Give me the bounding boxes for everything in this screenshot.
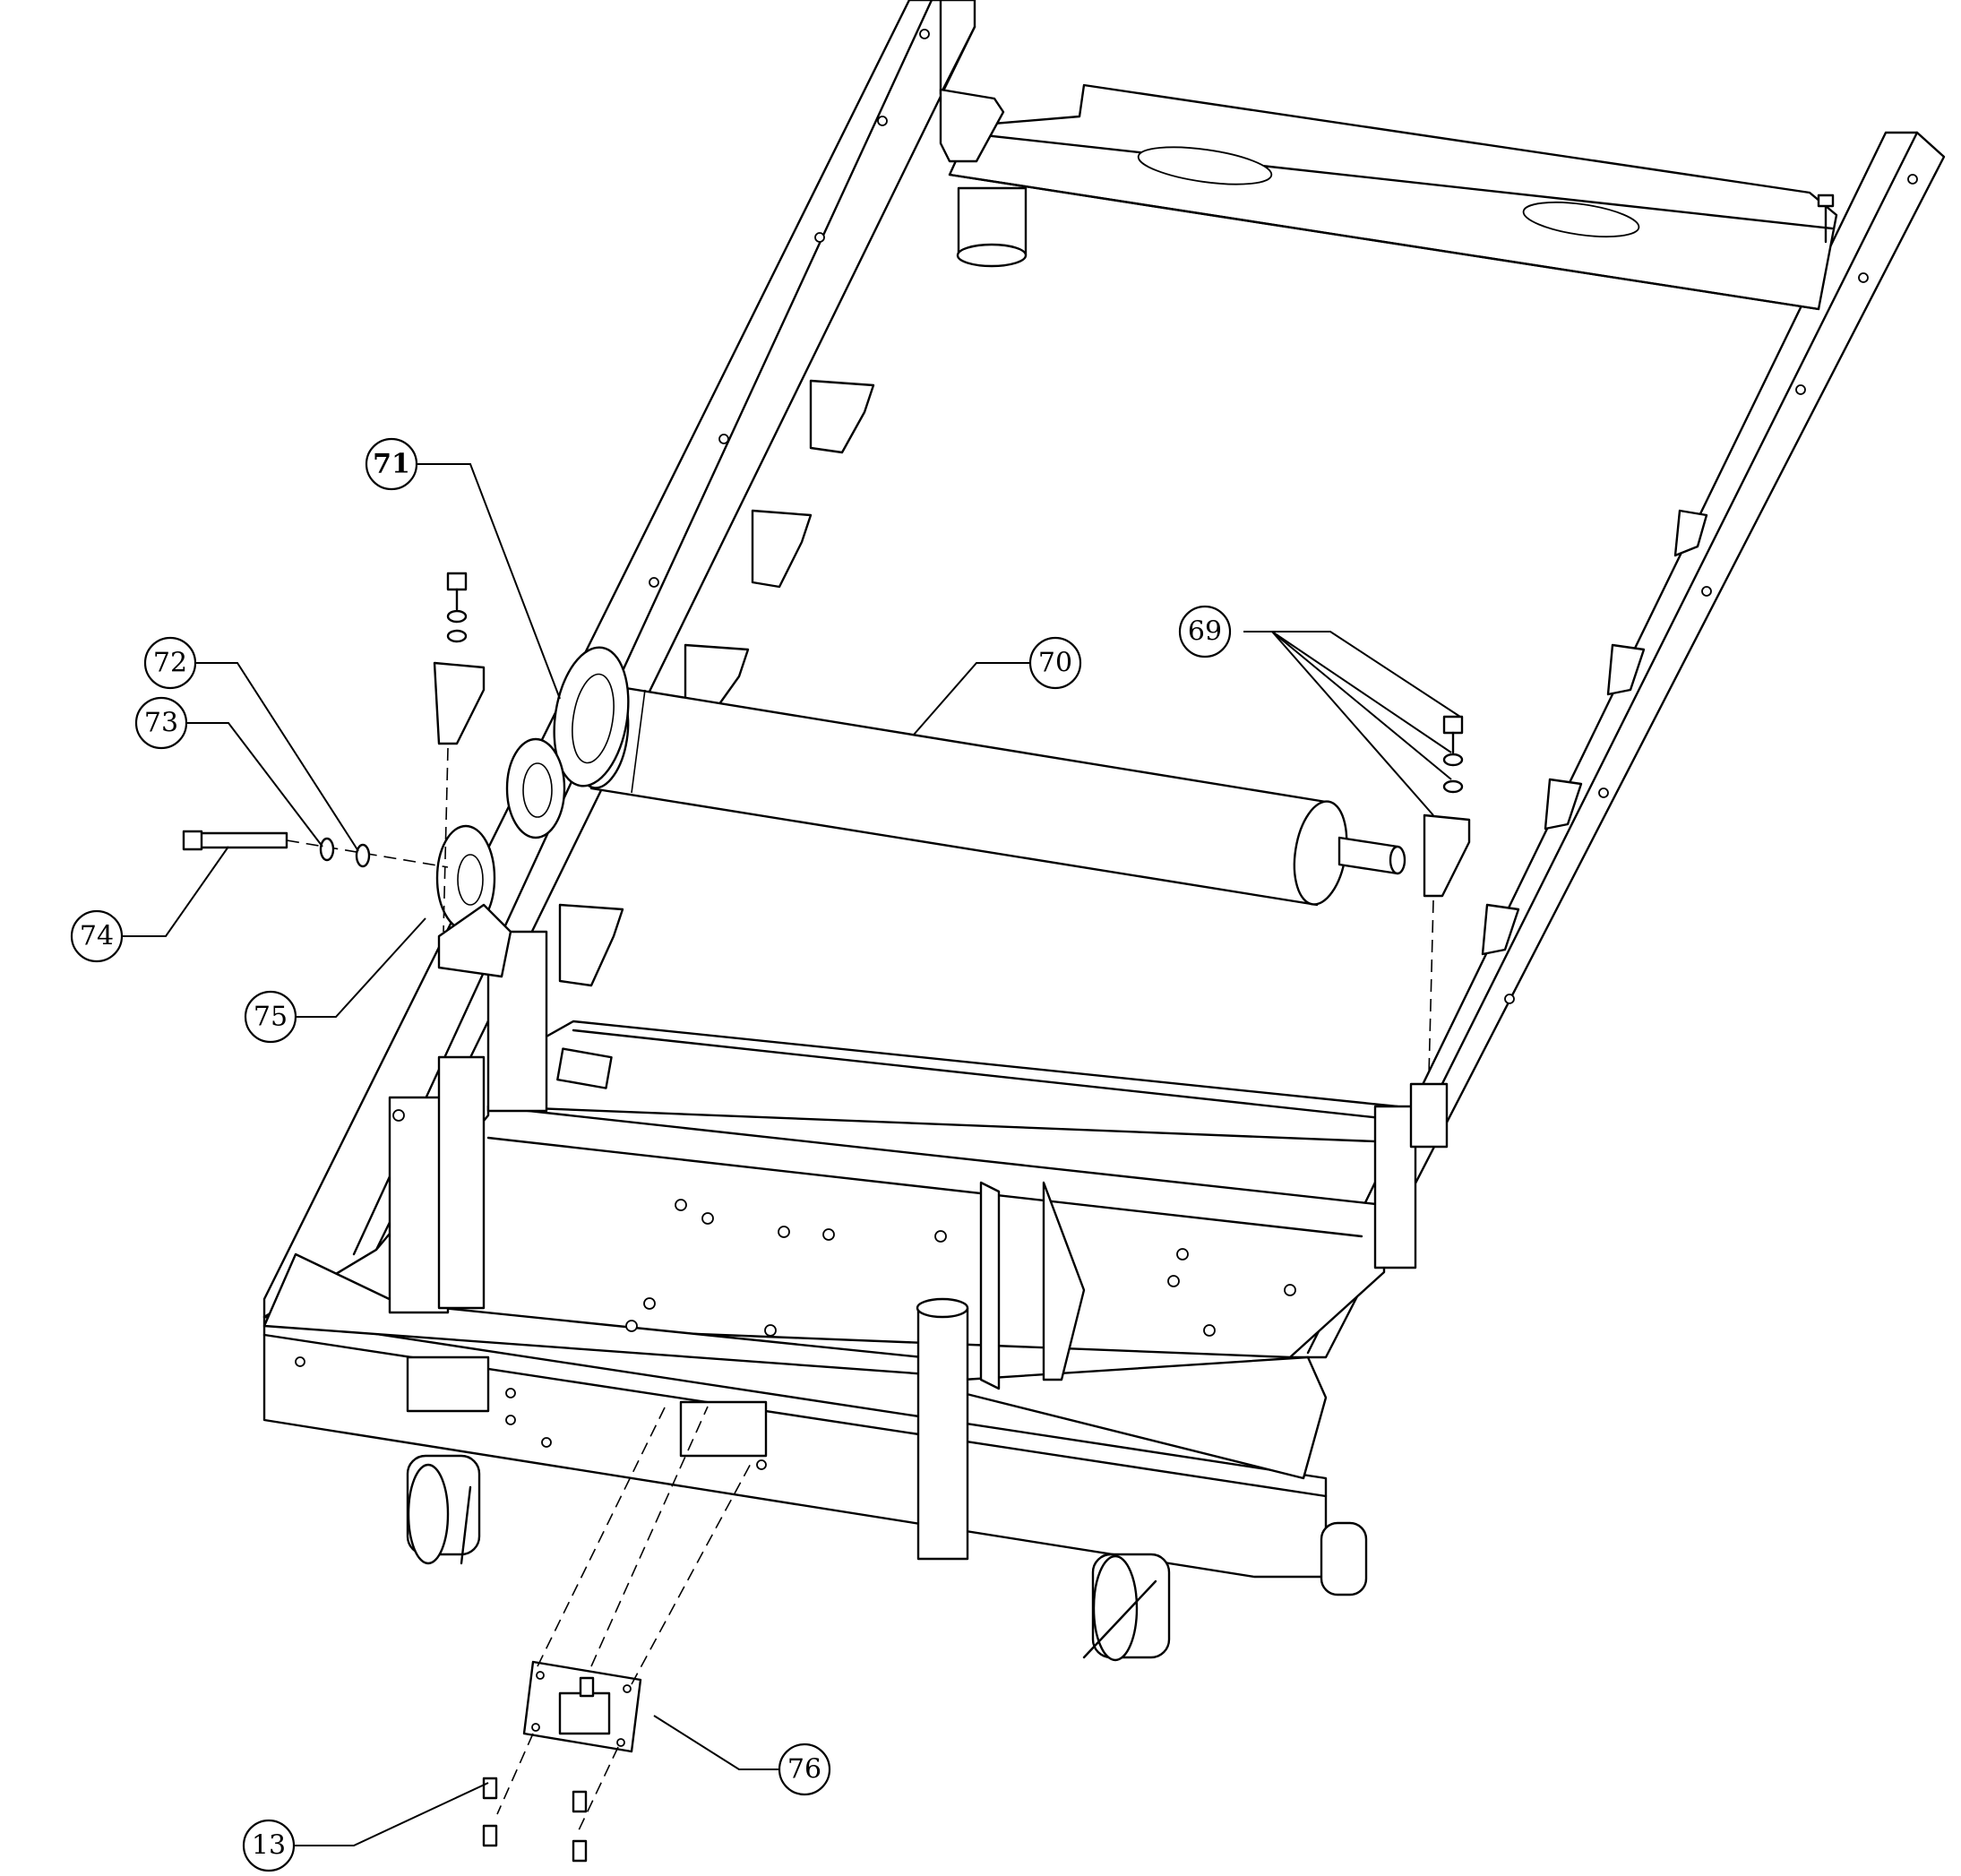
roller-mount-left	[435, 646, 630, 978]
callout-70-label: 70	[1038, 648, 1072, 679]
bearing-bracket-right	[1423, 813, 1471, 898]
right-upright-post	[1373, 1105, 1417, 1269]
callout-74: 74	[70, 909, 124, 963]
roller-shaft	[1337, 836, 1399, 875]
leader-lines	[110, 463, 1461, 1846]
callout-73-label: 73	[144, 708, 178, 739]
callout-72-label: 72	[153, 648, 187, 679]
callout-74-label: 74	[80, 921, 114, 952]
frame-assembly	[262, 0, 1946, 1579]
slot-left	[1137, 146, 1273, 185]
callout-76: 76	[778, 1743, 831, 1796]
slot-right	[1522, 201, 1640, 238]
hardware-left-bracket	[433, 572, 486, 933]
front-post	[916, 1306, 969, 1561]
callout-69: 69	[1178, 605, 1232, 658]
caster-wheel-rear	[1320, 1521, 1368, 1596]
switch-plate-assembly	[482, 1401, 753, 1863]
bearing-bracket-left	[433, 661, 486, 745]
gusset-plate-left	[979, 1181, 1001, 1390]
frame-front-panel	[262, 1315, 1328, 1579]
pivot-pin-assembly	[182, 830, 449, 868]
washer-72	[355, 843, 371, 868]
front-cutout-left	[406, 1355, 490, 1413]
callout-71-label: 71	[373, 449, 410, 480]
callout-75: 75	[244, 990, 297, 1044]
switch-body	[558, 1691, 611, 1735]
front-cutout-center	[679, 1400, 768, 1458]
callout-70: 70	[1028, 636, 1082, 690]
callout-69-label: 69	[1188, 616, 1222, 648]
caster-wheel-left	[406, 1454, 481, 1565]
rear-roller	[574, 684, 1406, 907]
screw-2	[572, 1790, 588, 1813]
screw-3	[482, 1824, 498, 1847]
callout-75-label: 75	[254, 1002, 288, 1033]
screw-1	[482, 1777, 498, 1800]
idler-pulley	[505, 737, 566, 839]
callout-71: 71	[365, 437, 418, 491]
screw-4	[572, 1839, 588, 1863]
callout-76-label: 76	[787, 1754, 821, 1786]
callout-13-label: 13	[252, 1830, 286, 1862]
washer-73	[319, 837, 335, 862]
callout-72: 72	[143, 636, 197, 690]
hardware-right-bracket	[1423, 715, 1471, 1076]
caster-wheel-right	[1082, 1553, 1171, 1662]
callout-73: 73	[134, 696, 188, 750]
callout-13: 13	[242, 1819, 296, 1872]
frame-top-crossmember	[948, 83, 1838, 311]
pivot-pin	[186, 831, 288, 849]
